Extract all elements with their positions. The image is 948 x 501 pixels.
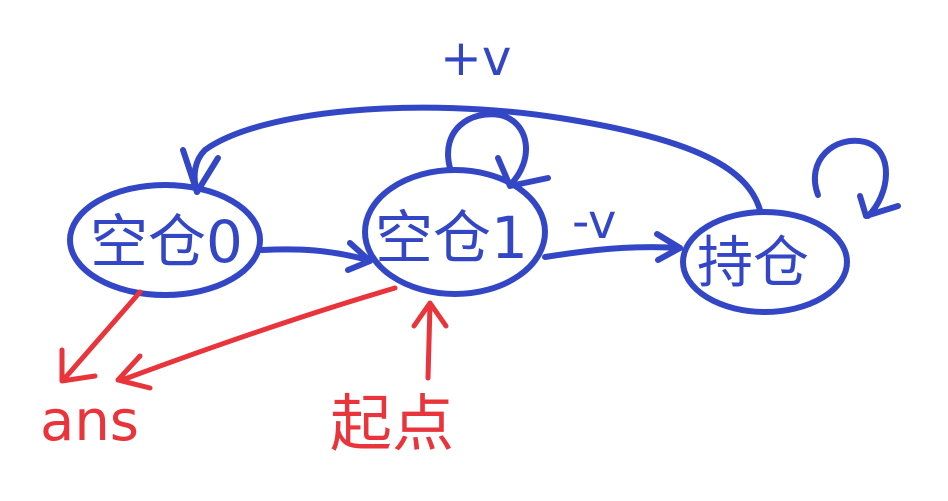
node-empty0 (67, 182, 263, 298)
node-empty1-label: 空仓1 (375, 204, 528, 272)
edge-empty0-to-empty1 (259, 246, 371, 263)
node-hold-label: 持仓 (697, 231, 809, 296)
edge-empty1-to-hold-arrowhead (654, 231, 683, 263)
self-loop-empty1 (445, 111, 529, 188)
arrow-empty0-to-ans-head (59, 347, 98, 384)
arrow-start-to-empty1 (425, 302, 433, 381)
arrow-start-to-empty1-head (411, 300, 449, 329)
node-empty0-label: 空仓0 (90, 208, 243, 276)
node-hold (680, 209, 850, 315)
edge-hold-to-empty0-arrowhead (180, 147, 221, 195)
self-loop-hold-arrowhead (857, 193, 901, 219)
arrow-empty1-to-ans-head (115, 353, 153, 391)
edge-hold-to-empty0-arc (191, 104, 763, 213)
label-minus-v: -v (572, 194, 616, 250)
label-ans: ans (40, 389, 139, 454)
label-start: 起点 (330, 387, 454, 460)
edge-empty1-to-hold (542, 244, 683, 260)
arrow-empty0-to-ans (62, 289, 143, 381)
self-loop-hold (811, 137, 889, 219)
edge-empty0-to-empty1-arrowhead (345, 240, 373, 273)
arrow-empty1-to-ans (119, 285, 398, 383)
node-empty1 (362, 167, 548, 297)
label-plus-v: +v (440, 29, 511, 87)
